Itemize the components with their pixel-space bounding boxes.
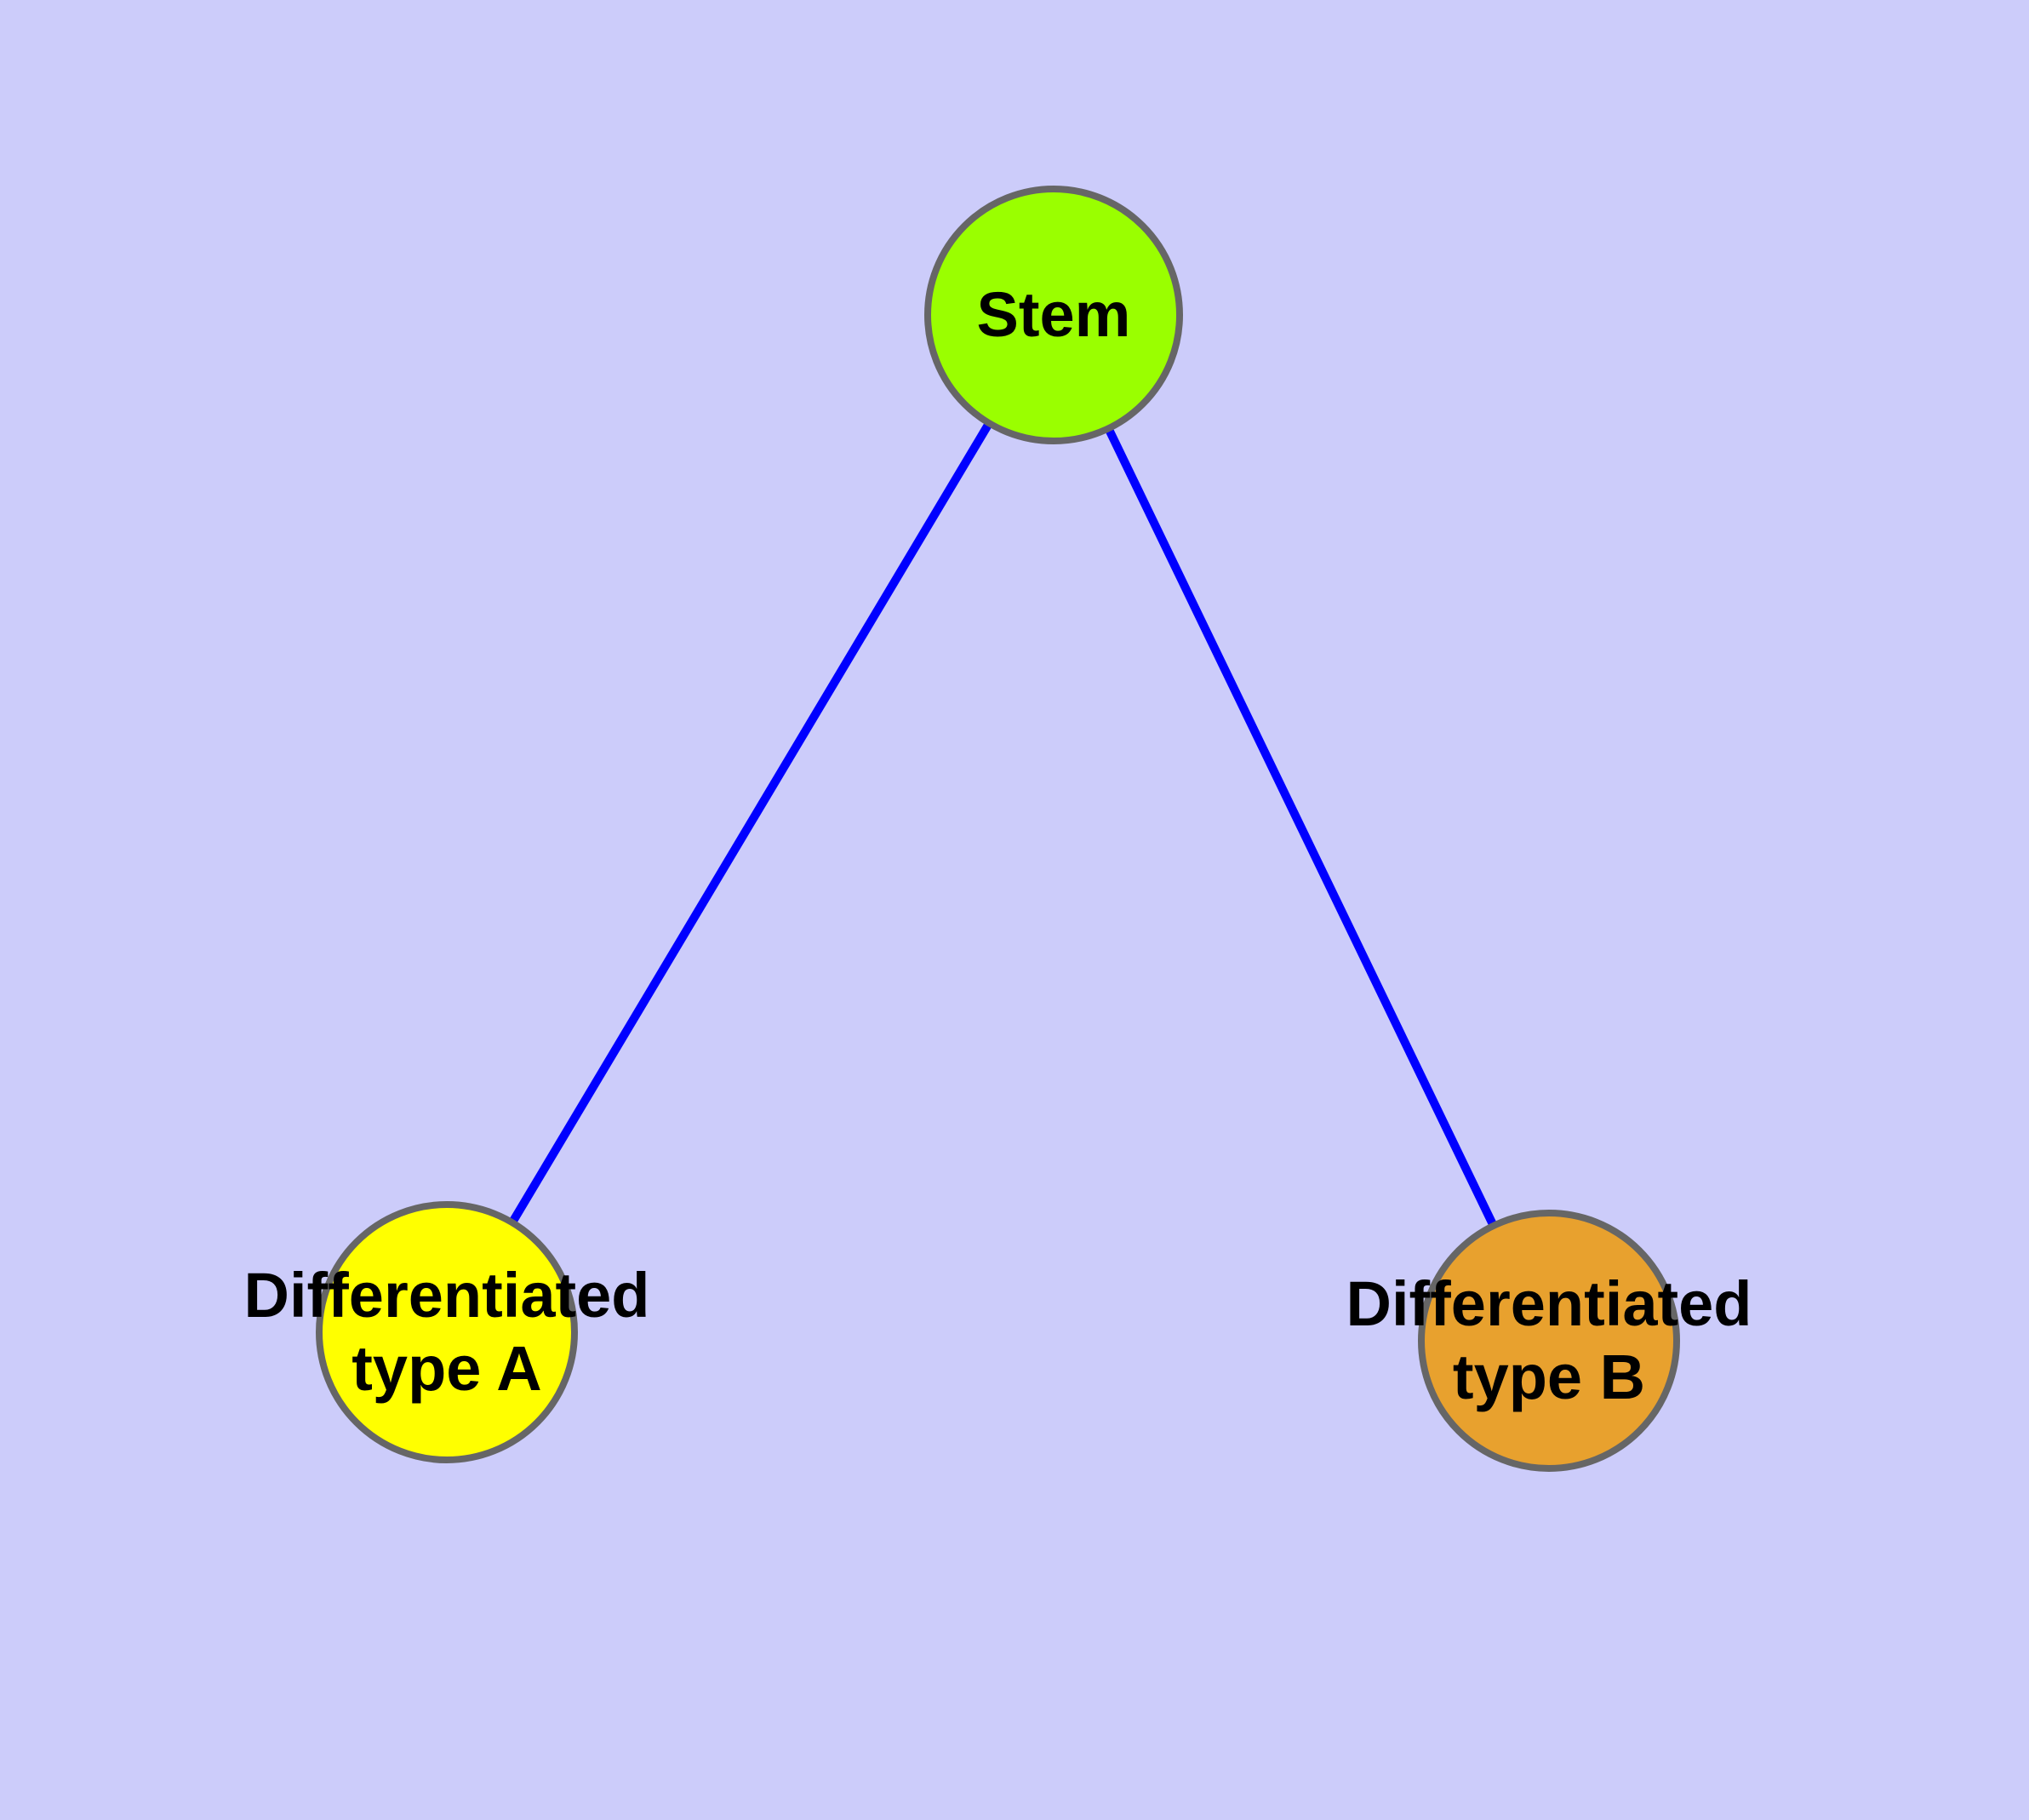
graph-node-label-line: Stem	[977, 279, 1131, 350]
graph-node-stem[interactable]	[924, 186, 1183, 444]
graph-edge-stem-to-diff_b[interactable]	[1102, 421, 1500, 1233]
graph-node-diff_b[interactable]	[1418, 1210, 1680, 1472]
graph-node-label-stem: Stem	[977, 279, 1131, 350]
node-layer	[316, 186, 1680, 1472]
graph-node-diff_a[interactable]	[316, 1201, 578, 1463]
graph-node-label-line: Differentiated	[1346, 1268, 1752, 1339]
graph-edge-stem-to-diff_a[interactable]	[506, 416, 996, 1229]
graph-node-label-line: type B	[1453, 1342, 1645, 1412]
edge-layer	[506, 416, 1500, 1233]
graph-node-label-line: type A	[352, 1333, 541, 1404]
graph-node-label-line: Differentiated	[244, 1260, 650, 1331]
